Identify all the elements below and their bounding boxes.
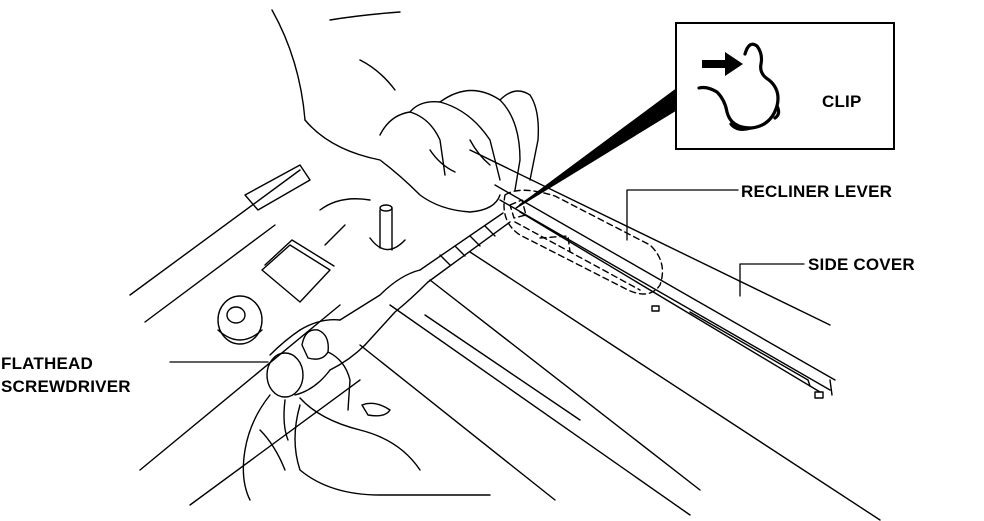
clip-detail-inset (675, 22, 895, 150)
right-arrow-icon (702, 52, 743, 76)
flathead-screwdriver (266, 212, 511, 398)
lower-hand (242, 329, 491, 501)
recliner-lever-label: RECLINER LEVER (741, 182, 893, 201)
clip-label: CLIP (822, 92, 862, 111)
floor-panel-lines (129, 169, 881, 521)
hair-pin-clip-icon (697, 42, 781, 131)
upper-hand (271, 9, 540, 213)
flathead-screwdriver-label-line1: FLATHEAD (1, 354, 93, 373)
seat-bracket-details (217, 164, 406, 345)
flathead-screwdriver-label-line2: SCREWDRIVER (1, 377, 131, 396)
side-cover-label: SIDE COVER (808, 255, 915, 274)
